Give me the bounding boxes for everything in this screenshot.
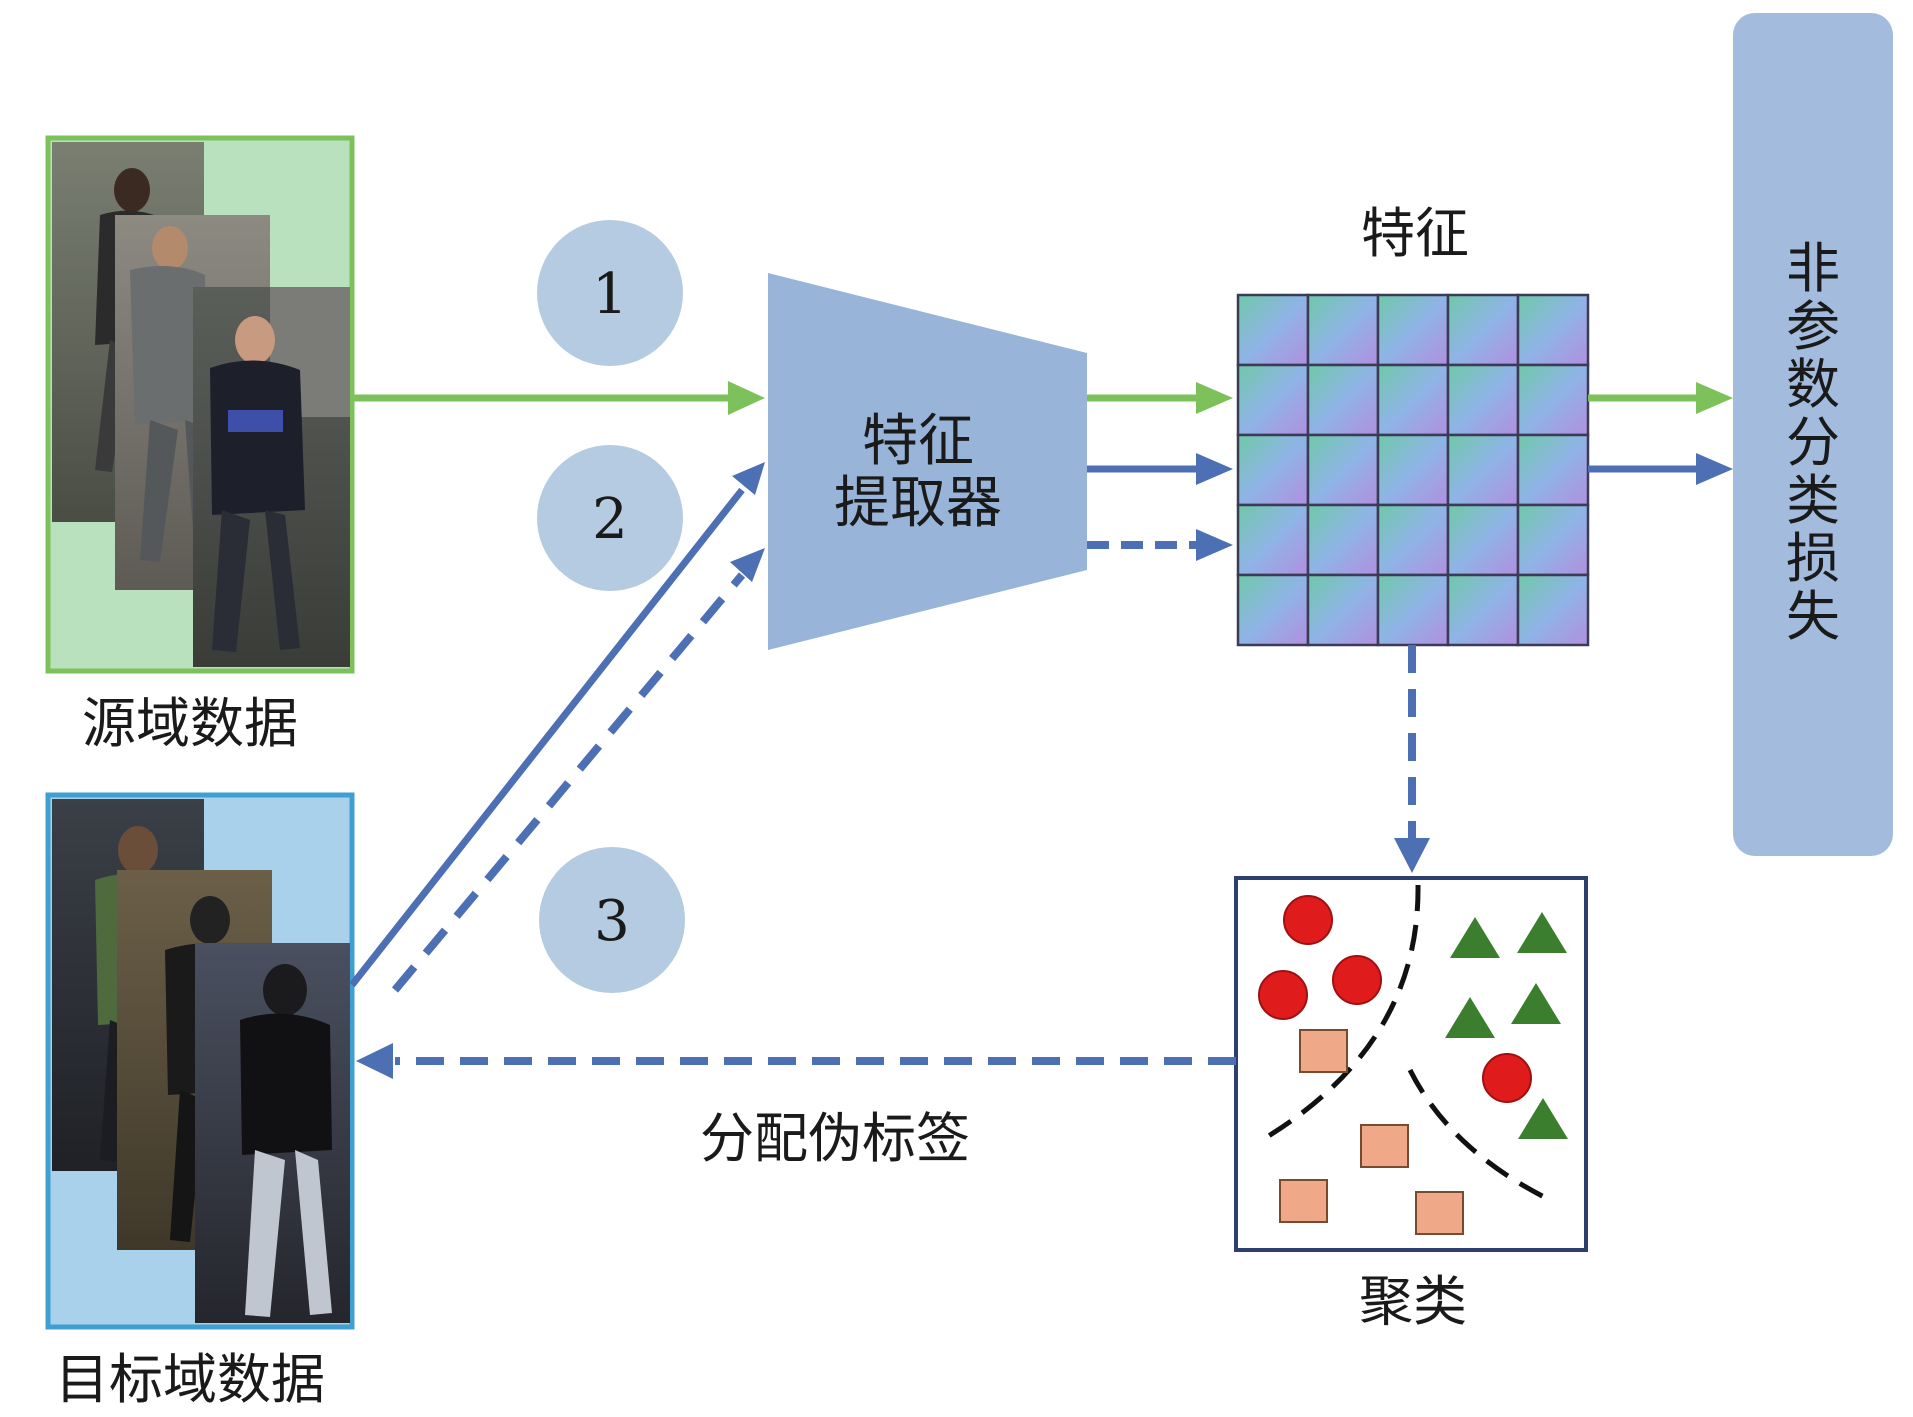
feature-cell — [1376, 363, 1450, 437]
feature-cell — [1376, 433, 1450, 507]
loss-label-char: 失 — [1786, 585, 1840, 648]
features-to-loss-blue-arrow — [1588, 453, 1733, 485]
step-number-3: 3 — [594, 889, 630, 954]
orange-square-point — [1299, 1029, 1348, 1073]
features-to-loss-green-arrow — [1588, 382, 1733, 414]
extractor-to-features-blue-arrow — [1087, 453, 1233, 485]
feature-cell — [1516, 363, 1590, 437]
feature-cell — [1446, 363, 1520, 437]
feature-grid — [1236, 293, 1590, 647]
feature-cell — [1516, 503, 1590, 577]
source-person-crop-3 — [193, 287, 350, 667]
loss-label-char: 分 — [1786, 411, 1840, 474]
feature-cell — [1516, 433, 1590, 507]
clustering-label: 聚类 — [1359, 1270, 1467, 1333]
feature-extractor: 特征 提取器 — [768, 273, 1087, 650]
pseudo-label-text: 分配伪标签 — [700, 1107, 970, 1170]
extractor-label-line2: 提取器 — [834, 471, 1002, 536]
target-to-extractor-solid-arrow — [349, 462, 765, 988]
orange-square-point — [1279, 1179, 1328, 1223]
feature-cell — [1446, 293, 1520, 367]
feature-cell — [1236, 573, 1310, 647]
feature-cell — [1516, 573, 1590, 647]
feature-cell — [1236, 363, 1310, 437]
feature-cell — [1306, 433, 1380, 507]
source-person-crop-2 — [115, 215, 270, 590]
source-domain-panel — [45, 135, 355, 674]
target-domain-panel — [45, 792, 355, 1330]
feature-cell — [1446, 573, 1520, 647]
red-circle-point — [1482, 1053, 1532, 1103]
step-circle-1: 1 — [537, 220, 683, 366]
step-number-2: 2 — [592, 487, 628, 552]
orange-square-point — [1415, 1191, 1464, 1235]
source-to-extractor-arrow — [352, 381, 765, 415]
clustering-box — [1234, 876, 1588, 1252]
cluster-boundary-2 — [1407, 1068, 1552, 1203]
extractor-to-features-dashed-arrow — [1087, 529, 1233, 561]
step-circle-2: 2 — [537, 445, 683, 591]
feature-cell — [1376, 573, 1450, 647]
features-to-clustering-arrow — [1394, 645, 1430, 873]
feature-cell — [1306, 363, 1380, 437]
orange-square-point — [1360, 1124, 1409, 1168]
feature-cell — [1306, 503, 1380, 577]
target-to-extractor-dashed-arrow — [391, 548, 765, 993]
green-triangle-point — [1518, 1098, 1568, 1139]
extractor-label-line1: 特征 — [862, 409, 974, 474]
feature-cell — [1376, 293, 1450, 367]
feature-cell — [1306, 573, 1380, 647]
feature-cell — [1516, 293, 1590, 367]
red-circle-point — [1283, 895, 1333, 945]
loss-label-char: 数 — [1786, 353, 1840, 416]
target-domain-label: 目标域数据 — [55, 1348, 325, 1411]
green-triangle-point — [1445, 997, 1495, 1038]
green-triangle-point — [1450, 917, 1500, 958]
feature-cell — [1446, 433, 1520, 507]
cluster-boundary-1 — [1260, 884, 1421, 1143]
green-triangle-point — [1511, 983, 1561, 1024]
green-triangle-point — [1517, 912, 1567, 953]
feature-cell — [1376, 503, 1450, 577]
step-circle-3: 3 — [539, 847, 685, 993]
feature-cell — [1236, 503, 1310, 577]
step-number-1: 1 — [592, 262, 628, 327]
loss-label-char: 参 — [1786, 295, 1840, 358]
feature-cell — [1236, 433, 1310, 507]
extractor-to-features-green-arrow — [1087, 382, 1233, 414]
loss-label-char: 类 — [1786, 469, 1840, 532]
features-title: 特征 — [1361, 202, 1469, 265]
loss-label-char: 损 — [1786, 527, 1840, 590]
pseudo-label-arrow — [356, 1043, 1236, 1079]
source-domain-label: 源域数据 — [82, 692, 298, 755]
loss-label-char: 非 — [1786, 237, 1840, 300]
target-person-crop-3 — [195, 943, 350, 1323]
feature-cell — [1236, 293, 1310, 367]
red-circle-point — [1332, 955, 1382, 1005]
feature-cell — [1446, 503, 1520, 577]
red-circle-point — [1258, 970, 1308, 1020]
feature-cell — [1306, 293, 1380, 367]
